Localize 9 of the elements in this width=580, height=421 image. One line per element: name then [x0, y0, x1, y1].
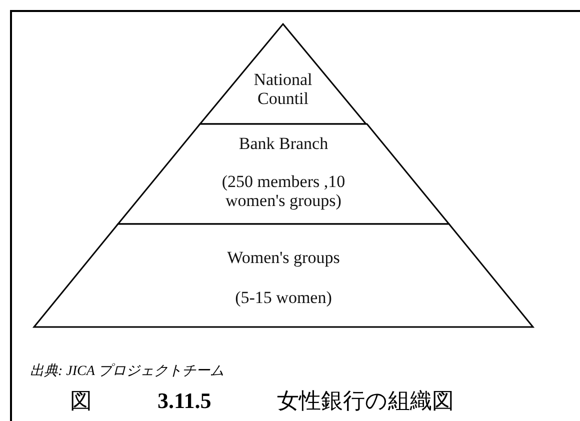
pyramid-base — [34, 224, 533, 327]
source-note: 出典: JICA プロジェクトチーム — [30, 362, 224, 380]
tier-title: Women's groups — [227, 248, 340, 267]
figure-caption: 図 3.11.5 女性銀行の組織図 — [70, 387, 454, 415]
tier-title: Bank Branch — [238, 134, 328, 153]
pyramid-layer — [118, 124, 449, 224]
tier-description: (250 members ,10 women's groups) — [220, 172, 346, 210]
tier-title: National Countil — [252, 70, 314, 108]
tier-description: (5-15 women) — [235, 288, 332, 307]
